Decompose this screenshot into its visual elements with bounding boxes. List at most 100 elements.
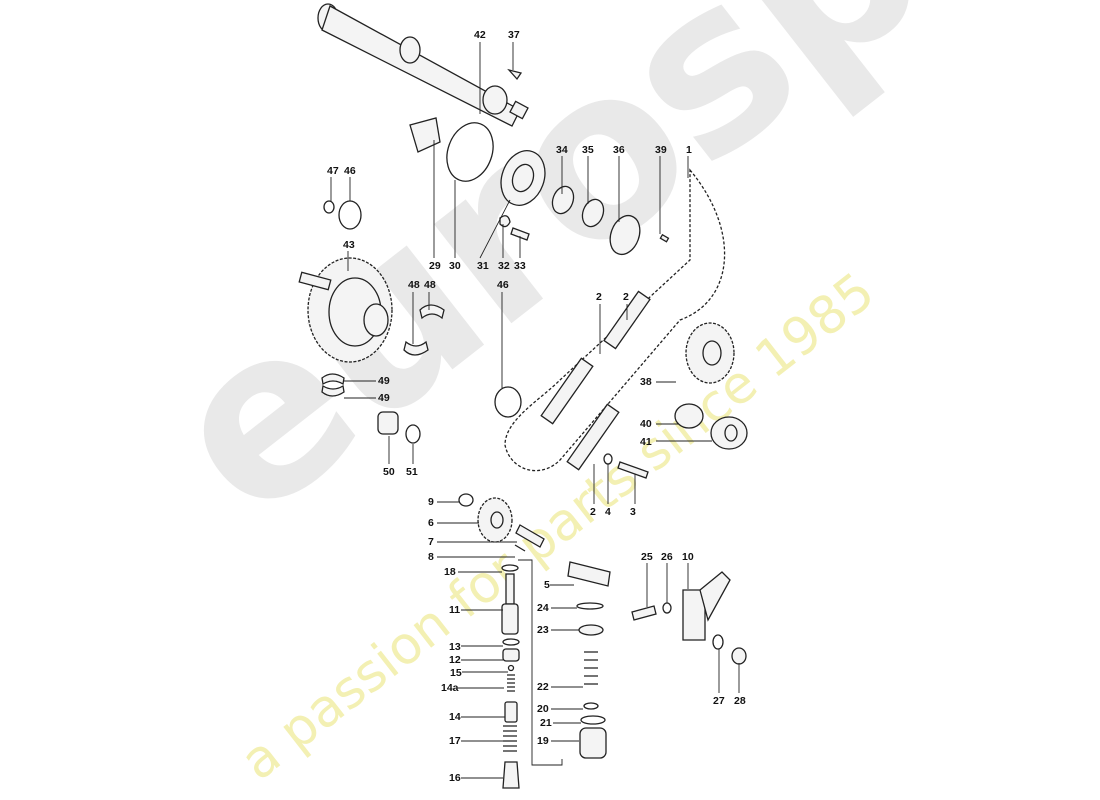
seal-part[interactable] — [549, 183, 577, 216]
nut-part[interactable] — [731, 647, 747, 665]
part-label-49[interactable]: 49 — [378, 392, 390, 404]
part-label-40[interactable]: 40 — [640, 418, 652, 430]
lock-washer-part[interactable] — [674, 403, 704, 429]
bearing-shell-part[interactable] — [321, 384, 345, 397]
part-label-8[interactable]: 8 — [428, 551, 434, 563]
bearing-shell-part[interactable] — [321, 373, 345, 386]
spring-part[interactable] — [584, 651, 598, 685]
part-label-14[interactable]: 14 — [449, 711, 461, 723]
camshaft-part[interactable] — [317, 3, 529, 127]
part-label-30[interactable]: 30 — [449, 260, 461, 272]
bolt-part[interactable] — [631, 605, 657, 621]
tensioner-arm-part[interactable] — [567, 561, 611, 587]
o-ring-part[interactable] — [501, 564, 519, 572]
part-label-25[interactable]: 25 — [641, 551, 653, 563]
woodruff-key-part[interactable] — [507, 68, 523, 81]
part-label-2[interactable]: 2 — [590, 506, 596, 518]
part-label-31[interactable]: 31 — [477, 260, 489, 272]
part-label-20[interactable]: 20 — [537, 703, 549, 715]
part-label-37[interactable]: 37 — [508, 29, 520, 41]
sprocket-part[interactable] — [685, 322, 735, 384]
o-ring-part[interactable] — [502, 638, 520, 646]
part-label-17[interactable]: 17 — [449, 735, 461, 747]
circlip-part[interactable] — [576, 602, 604, 610]
part-label-23[interactable]: 23 — [537, 624, 549, 636]
sprocket-part[interactable] — [605, 211, 645, 258]
part-label-15[interactable]: 15 — [450, 667, 462, 679]
part-label-12[interactable]: 12 — [449, 654, 461, 666]
part-label-39[interactable]: 39 — [655, 144, 667, 156]
circlip-part[interactable] — [323, 200, 335, 214]
part-label-51[interactable]: 51 — [406, 466, 418, 478]
washer-part[interactable] — [579, 196, 607, 229]
part-label-5[interactable]: 5 — [544, 579, 550, 591]
washer-part[interactable] — [603, 453, 613, 465]
part-label-42[interactable]: 42 — [474, 29, 486, 41]
spring-part[interactable] — [503, 725, 517, 752]
ball-part[interactable] — [507, 664, 515, 672]
part-label-46[interactable]: 46 — [344, 165, 356, 177]
pin-part[interactable] — [514, 544, 526, 552]
plunger-part[interactable] — [505, 573, 515, 605]
part-label-6[interactable]: 6 — [428, 517, 434, 529]
part-label-14a[interactable]: 14a — [441, 682, 459, 694]
tensioner-lever-part[interactable] — [682, 589, 706, 641]
bolt-part[interactable] — [617, 461, 649, 479]
part-label-24[interactable]: 24 — [537, 602, 549, 614]
chain-guide-rail-part[interactable] — [540, 357, 594, 425]
o-ring-part[interactable] — [583, 702, 599, 710]
part-label-35[interactable]: 35 — [582, 144, 594, 156]
bearing-shell-part[interactable] — [419, 304, 445, 320]
spring-seat-part[interactable] — [578, 624, 604, 636]
part-label-19[interactable]: 19 — [537, 735, 549, 747]
part-label-46[interactable]: 46 — [497, 279, 509, 291]
part-label-22[interactable]: 22 — [537, 681, 549, 693]
circlip-part[interactable] — [494, 386, 522, 418]
part-label-4[interactable]: 4 — [605, 506, 611, 518]
pin-part[interactable] — [659, 233, 670, 243]
part-label-13[interactable]: 13 — [449, 641, 461, 653]
part-label-9[interactable]: 9 — [428, 496, 434, 508]
lock-plate-part[interactable] — [499, 215, 511, 228]
part-label-18[interactable]: 18 — [444, 566, 456, 578]
part-label-11[interactable]: 11 — [449, 604, 461, 616]
seal-ring-part[interactable] — [580, 715, 606, 725]
washer-part[interactable] — [712, 634, 724, 650]
circlip-part[interactable] — [405, 424, 421, 444]
cap-part[interactable] — [502, 761, 520, 789]
part-label-48[interactable]: 48 — [424, 279, 436, 291]
washer-part[interactable] — [662, 602, 672, 614]
part-label-1[interactable]: 1 — [686, 144, 692, 156]
part-label-27[interactable]: 27 — [713, 695, 725, 707]
part-label-7[interactable]: 7 — [428, 536, 434, 548]
part-label-29[interactable]: 29 — [429, 260, 441, 272]
part-label-41[interactable]: 41 — [640, 436, 652, 448]
part-label-43[interactable]: 43 — [343, 239, 355, 251]
check-valve-part[interactable] — [502, 648, 520, 662]
part-label-48[interactable]: 48 — [408, 279, 420, 291]
flange-part[interactable] — [494, 145, 553, 212]
circlip-part[interactable] — [338, 200, 362, 230]
gasket-part[interactable] — [409, 117, 441, 153]
idler-sprocket-part[interactable] — [477, 497, 513, 543]
part-label-50[interactable]: 50 — [383, 466, 395, 478]
part-label-32[interactable]: 32 — [498, 260, 510, 272]
part-label-49[interactable]: 49 — [378, 375, 390, 387]
piston-part[interactable] — [579, 727, 607, 759]
o-ring-part[interactable] — [439, 116, 501, 187]
part-label-33[interactable]: 33 — [514, 260, 526, 272]
spring-part[interactable] — [507, 674, 515, 692]
part-label-38[interactable]: 38 — [640, 376, 652, 388]
tensioner-housing-part[interactable] — [501, 603, 519, 635]
bushing-part[interactable] — [377, 411, 399, 435]
part-label-16[interactable]: 16 — [449, 772, 461, 784]
nut-part[interactable] — [710, 416, 748, 450]
part-label-21[interactable]: 21 — [540, 717, 552, 729]
idler-shaft-part[interactable] — [515, 524, 545, 548]
part-label-10[interactable]: 10 — [682, 551, 694, 563]
part-label-47[interactable]: 47 — [327, 165, 339, 177]
timing-chain-part[interactable] — [504, 168, 726, 472]
bolt-part[interactable] — [510, 227, 530, 241]
part-label-28[interactable]: 28 — [734, 695, 746, 707]
circlip-part[interactable] — [458, 493, 474, 507]
